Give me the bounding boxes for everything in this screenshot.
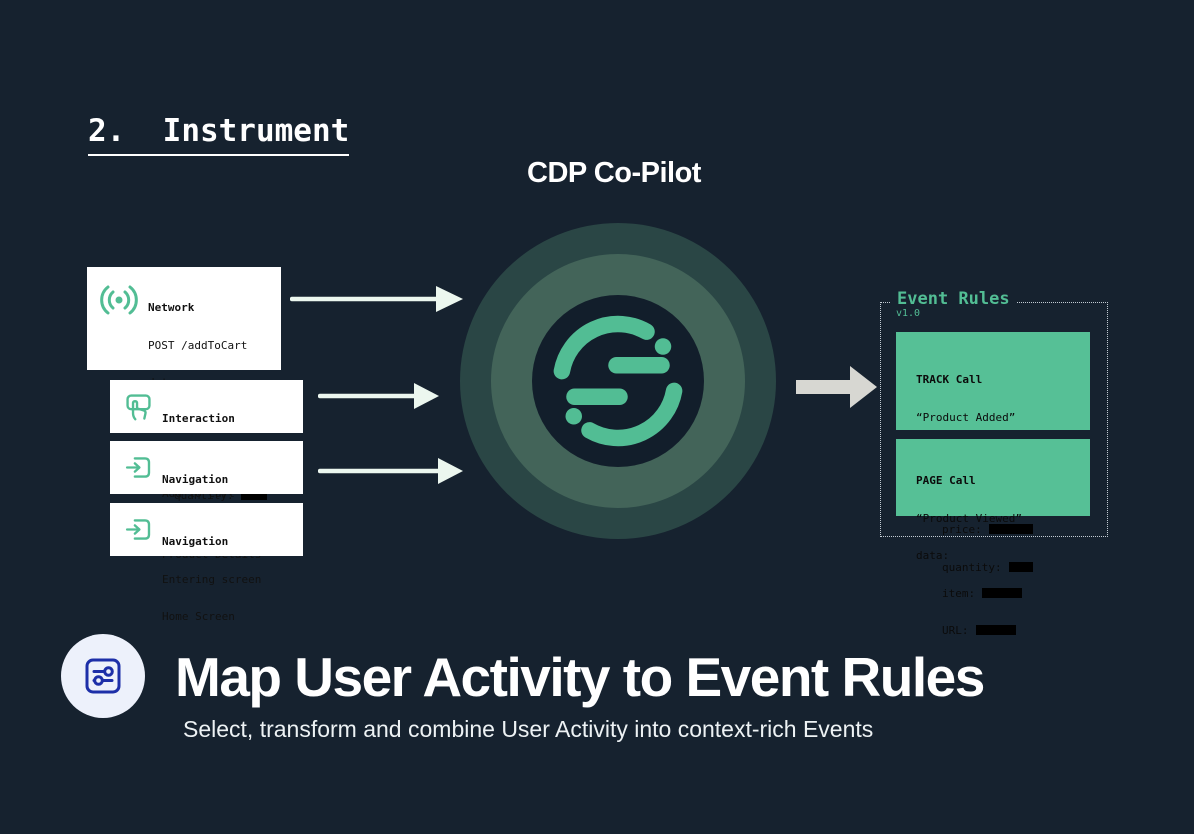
- rule-subtitle: “Product Added”: [916, 410, 1016, 424]
- step-title: 2. Instrument: [88, 113, 350, 156]
- arrow-hub-to-rules: [796, 366, 877, 408]
- card-title: Navigation: [162, 535, 229, 548]
- data-field: price:: [916, 523, 1090, 537]
- enter-screen-icon: [125, 457, 151, 478]
- copilot-title: CDP Co-Pilot: [527, 157, 701, 189]
- card-line: Home Screen: [162, 610, 235, 623]
- hub-inner-circle: [532, 295, 704, 467]
- card-line: POST /addToCart: [148, 338, 248, 352]
- card-line: Entering screen: [162, 572, 262, 586]
- arrow-navigation-to-hub: [318, 458, 463, 484]
- copilot-hub: [460, 223, 776, 539]
- event-rules-version: v1.0: [896, 308, 921, 319]
- data-field: quantity:: [916, 561, 1090, 575]
- event-rules-title: Event Rules: [891, 289, 1016, 309]
- redacted-value: [1008, 561, 1033, 572]
- hub-middle-ring: [491, 254, 745, 508]
- event-rule-card-track: TRACK Call “Product Added” data: item: p…: [896, 332, 1090, 573]
- activity-card-navigation-product: Navigation Entering screen Product Detai…: [110, 441, 303, 561]
- activity-card-network: Network POST /addToCart data: item: pric…: [87, 267, 281, 501]
- redacted-value: [988, 524, 1033, 534]
- footer-heading: Map User Activity to Event Rules: [175, 646, 985, 708]
- data-field: URL:: [916, 624, 1090, 638]
- activity-card-interaction: Interaction Buton Click Add to Cart: [110, 380, 303, 500]
- arrow-interaction-to-hub: [318, 383, 439, 409]
- rule-line: data:: [916, 549, 950, 562]
- broadcast-icon: [100, 285, 138, 315]
- redacted-value: [975, 625, 1016, 635]
- button-click-icon: [126, 394, 151, 421]
- data-field: item:: [916, 587, 1090, 601]
- rule-title: TRACK Call: [916, 373, 983, 386]
- card-title: Navigation: [162, 473, 229, 486]
- footer-icon-badge: [61, 634, 145, 718]
- event-rule-card-page: PAGE Call “Product Viewed” data: item: U…: [896, 439, 1090, 637]
- segment-logo-icon: [553, 315, 683, 447]
- rule-title: PAGE Call: [916, 474, 976, 487]
- enter-screen-icon: [125, 519, 151, 540]
- sliders-icon: [85, 658, 121, 694]
- redacted-value: [982, 587, 1023, 598]
- card-title: Interaction: [162, 412, 235, 425]
- event-rules-box: Event Rules v1.0 TRACK Call “Product Add…: [880, 289, 1108, 637]
- card-title: Network: [148, 301, 195, 314]
- arrow-network-to-hub: [290, 286, 463, 312]
- activity-card-navigation-home: Navigation Entering screen Home Screen: [110, 503, 303, 623]
- redacted-value: [240, 489, 267, 500]
- footer-subheading: Select, transform and combine User Activ…: [183, 716, 874, 742]
- rule-subtitle: “Product Viewed”: [916, 511, 1022, 525]
